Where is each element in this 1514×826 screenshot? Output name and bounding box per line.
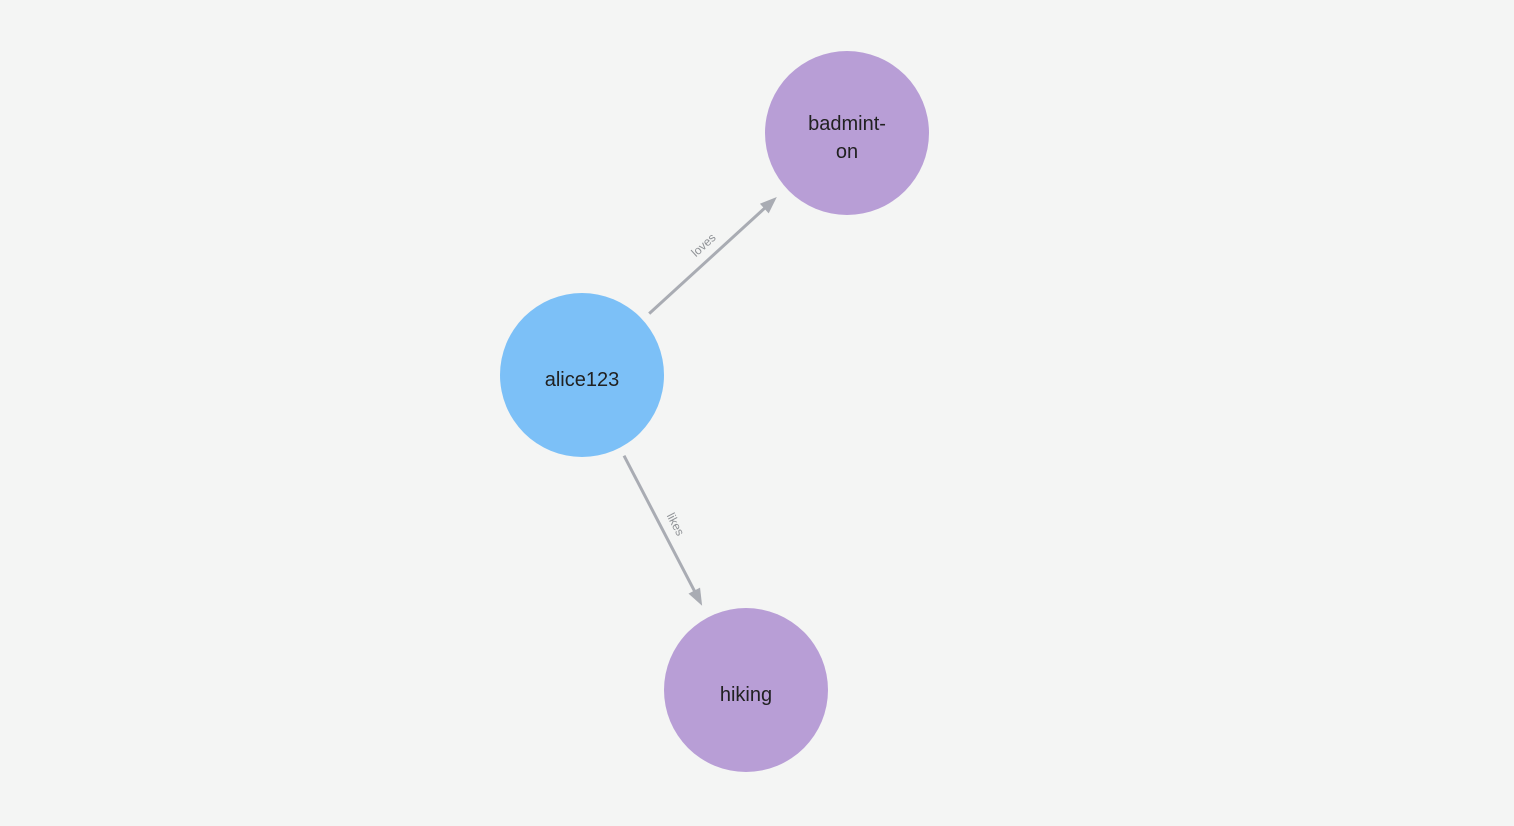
- graph-node-hiking[interactable]: hiking: [664, 608, 828, 772]
- graph-node-badminton[interactable]: badmint-on: [765, 51, 929, 215]
- node-circle[interactable]: [500, 293, 664, 457]
- edge-arrowhead-icon: [759, 197, 777, 214]
- graph-edge-loves[interactable]: loves: [648, 197, 777, 315]
- node-circle[interactable]: [765, 51, 929, 215]
- edge-line[interactable]: [648, 204, 769, 315]
- edge-label: likes: [664, 510, 688, 538]
- graph-node-alice123[interactable]: alice123: [500, 293, 664, 457]
- edge-line[interactable]: [622, 455, 698, 595]
- node-circle[interactable]: [664, 608, 828, 772]
- edge-arrowhead-icon: [688, 587, 703, 606]
- graph-edge-likes[interactable]: likes: [622, 455, 703, 606]
